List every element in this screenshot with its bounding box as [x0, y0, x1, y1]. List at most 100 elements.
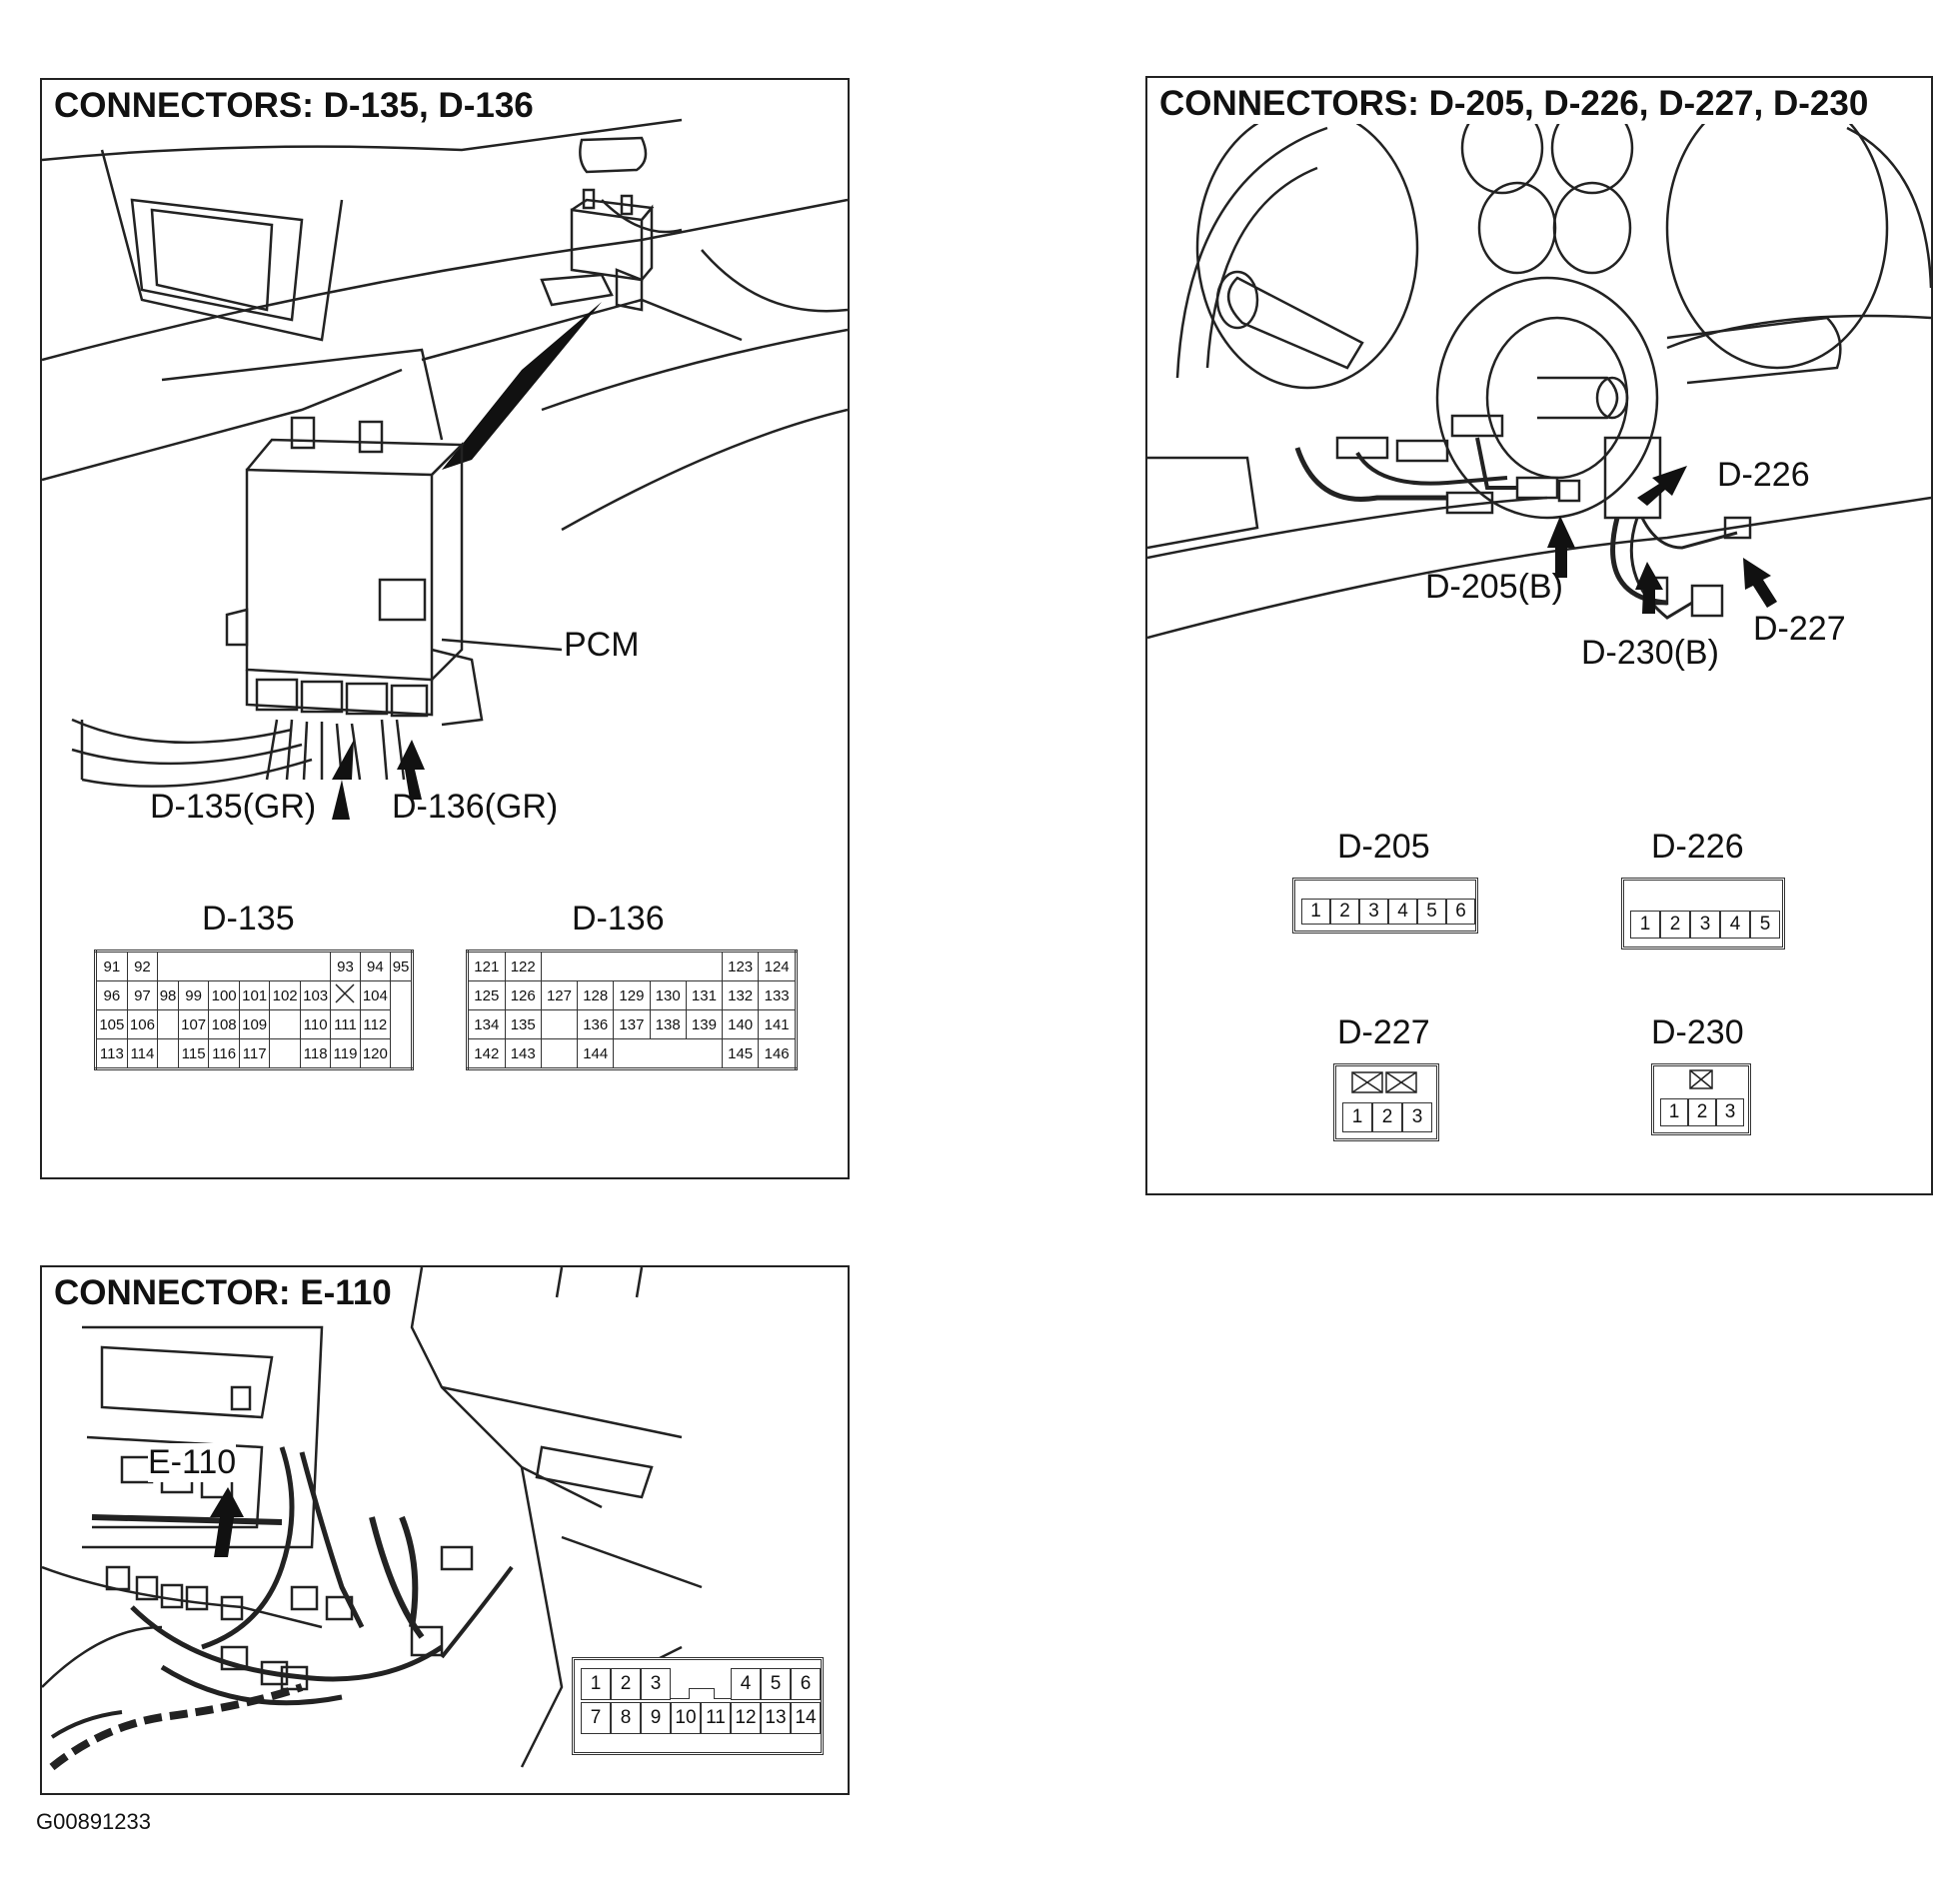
pin: 105	[95, 1009, 128, 1039]
pin: 112	[359, 1009, 392, 1039]
pin: 119	[330, 1038, 361, 1069]
pin: 106	[126, 1009, 159, 1039]
d136-arrow-label: D-136(GR)	[392, 788, 559, 826]
pin: 144	[577, 1038, 615, 1069]
connector-name: D-230	[1651, 1013, 1744, 1051]
pin: 111	[330, 1009, 361, 1039]
arrow-icon	[397, 740, 425, 800]
pin: 2	[1688, 1098, 1716, 1126]
pin: 5	[1417, 899, 1446, 925]
pin: 7	[581, 1702, 611, 1734]
blocked-pin-icon	[1689, 1069, 1713, 1089]
pin: 3	[1402, 1102, 1432, 1132]
pin: 3	[641, 1668, 671, 1700]
pin: 138	[649, 1009, 687, 1039]
pin: 123	[722, 951, 760, 981]
pin: 5	[1750, 911, 1780, 939]
connector-d205-pinout: 1 2 3 4 5 6	[1292, 878, 1478, 934]
pin: 129	[613, 980, 651, 1010]
pin: 103	[299, 980, 332, 1010]
connector-name: D-227	[1337, 1013, 1430, 1051]
pin: 94	[359, 951, 392, 981]
connector-name: D-205	[1337, 828, 1430, 866]
pin: 134	[467, 1009, 506, 1039]
connector-name: D-136	[572, 900, 665, 938]
dash-connector-panel: CONNECTOR: E-110	[40, 1265, 850, 1795]
pin: 95	[390, 951, 413, 981]
connector-name: D-226	[1651, 828, 1744, 866]
pin: 125	[467, 980, 506, 1010]
pcm-illustration	[42, 118, 848, 820]
pin: 146	[758, 1038, 797, 1069]
pin: 1	[1660, 1098, 1688, 1126]
panel-title: CONNECTORS: D-205, D-226, D-227, D-230	[1155, 84, 1873, 124]
pin: 4	[731, 1668, 761, 1700]
pin: 130	[649, 980, 687, 1010]
panel-title: CONNECTORS: D-135, D-136	[50, 86, 538, 126]
connector-d226-pinout: 1 2 3 4 5	[1621, 878, 1785, 950]
pin: 118	[299, 1038, 332, 1069]
pin: 2	[611, 1668, 641, 1700]
pin: 5	[761, 1668, 791, 1700]
pin: 108	[208, 1009, 240, 1039]
pin: 128	[577, 980, 615, 1010]
pin: 132	[722, 980, 760, 1010]
pin: 3	[1716, 1098, 1744, 1126]
pin: 10	[671, 1702, 701, 1734]
connector-name: D-135	[202, 900, 295, 938]
pin: 136	[577, 1009, 615, 1039]
pin: 127	[540, 980, 579, 1010]
d227-arrow-label: D-227	[1753, 610, 1846, 648]
pin: 11	[701, 1702, 731, 1734]
pin: 101	[238, 980, 271, 1010]
connector-e110-pinout: 1 2 3 4 5 6 7 8 9 10 11 12 13 14	[572, 1657, 824, 1755]
pin: 114	[126, 1038, 159, 1069]
pcm-label: PCM	[564, 626, 640, 664]
pin: 109	[238, 1009, 271, 1039]
pin: 96	[95, 980, 128, 1010]
pin-gap	[157, 1038, 179, 1069]
pin: 115	[177, 1038, 210, 1069]
pin: 139	[685, 1009, 724, 1039]
pin: 135	[504, 1009, 542, 1039]
pin-gap	[671, 1668, 731, 1699]
pin: 9	[641, 1702, 671, 1734]
pin-gap	[613, 1038, 723, 1069]
pin: 2	[1372, 1102, 1402, 1132]
arrow-icon	[332, 740, 354, 820]
blocked-pin-icon	[330, 980, 361, 1010]
pin: 143	[504, 1038, 542, 1069]
pin: 133	[758, 980, 797, 1010]
pin: 1	[1342, 1102, 1372, 1132]
pin: 6	[791, 1668, 821, 1700]
pin: 2	[1660, 911, 1690, 939]
pin: 140	[722, 1009, 760, 1039]
panel-title: CONNECTOR: E-110	[50, 1273, 396, 1313]
steering-column-connectors-panel: CONNECTORS: D-205, D-226, D-227, D-230	[1145, 76, 1933, 1195]
arrow-icon	[1635, 562, 1663, 614]
pin: 14	[791, 1702, 821, 1734]
pin: 116	[208, 1038, 240, 1069]
pin-gap	[541, 951, 723, 981]
pin: 1	[1630, 911, 1660, 939]
pin: 99	[177, 980, 210, 1010]
pin: 92	[126, 951, 159, 981]
pin-gap	[540, 1009, 579, 1039]
pin: 102	[269, 980, 301, 1010]
pin: 4	[1388, 899, 1417, 925]
pin: 2	[1330, 899, 1359, 925]
pin: 142	[467, 1038, 506, 1069]
pin: 107	[177, 1009, 210, 1039]
pin: 141	[758, 1009, 797, 1039]
pin: 12	[731, 1702, 761, 1734]
d205-arrow-label: D-205(B)	[1425, 568, 1563, 606]
d226-arrow-label: D-226	[1717, 456, 1810, 494]
arrow-icon	[1547, 516, 1575, 578]
blocked-pin-icon	[1351, 1071, 1417, 1093]
pin: 124	[758, 951, 797, 981]
pin: 145	[722, 1038, 760, 1069]
pin-gap	[157, 951, 331, 981]
pin: 1	[1301, 899, 1330, 925]
arrow-icon	[1743, 558, 1777, 608]
figure-id: G00891233	[36, 1809, 151, 1834]
